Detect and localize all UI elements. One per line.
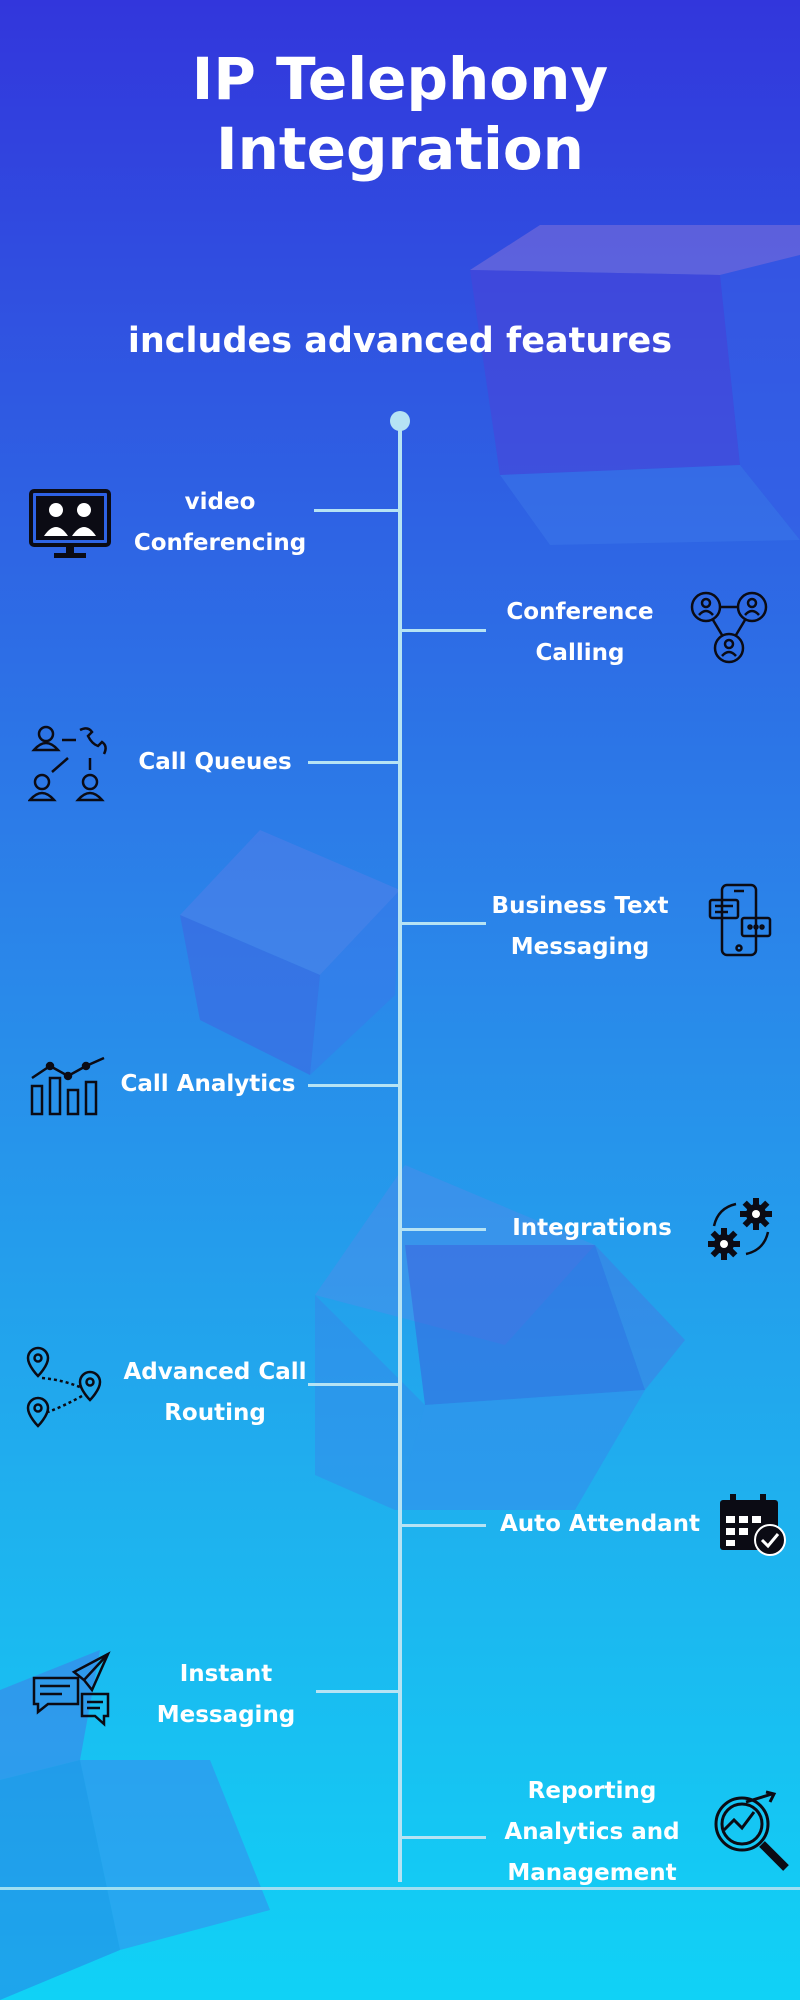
branch-connector xyxy=(400,1524,486,1527)
text-messaging-icon xyxy=(708,883,772,957)
title-line-2: Integration xyxy=(216,115,584,183)
feature-label-call-analytics: Call Analytics xyxy=(120,1071,296,1097)
call-queue-icon xyxy=(28,725,107,802)
branch-connector xyxy=(400,1836,486,1839)
timeline-start-dot xyxy=(390,411,410,431)
decor-cube-center xyxy=(315,1165,685,1510)
report-magnifier-icon xyxy=(714,1790,789,1871)
branch-connector xyxy=(400,629,486,632)
branch-connector xyxy=(308,1383,400,1386)
feature-label-call-queues: Call Queues xyxy=(138,749,292,775)
branch-connector xyxy=(400,1228,486,1231)
decor-cube-middle xyxy=(180,830,400,1075)
chat-send-icon xyxy=(32,1651,111,1727)
video-conference-icon xyxy=(29,489,111,558)
branch-connector xyxy=(314,509,400,512)
feature-label-integrations: Integrations xyxy=(512,1215,672,1241)
gears-sync-icon xyxy=(708,1198,772,1260)
branch-connector xyxy=(400,922,486,925)
analytics-chart-icon xyxy=(30,1056,105,1116)
branch-connector xyxy=(308,761,400,764)
timeline-line xyxy=(398,420,402,1882)
conference-call-icon xyxy=(690,591,768,664)
branch-connector xyxy=(308,1084,400,1087)
page-subtitle: includes advanced features xyxy=(127,321,673,361)
bottom-baseline xyxy=(0,1887,800,1890)
feature-label-advanced-call-routing: Advanced Call Routing xyxy=(123,1359,307,1426)
decor-cube-top-right xyxy=(470,225,800,545)
feature-label-instant-messaging: Instant Messaging xyxy=(156,1661,296,1728)
title-line-1: IP Telephony xyxy=(191,45,609,113)
page-title: IP Telephony Integration xyxy=(0,44,800,184)
branch-connector xyxy=(316,1690,400,1693)
feature-label-conference-calling: Conference Calling xyxy=(506,599,654,666)
feature-label-video-conferencing: video Conferencing xyxy=(133,489,307,556)
feature-label-business-text-messaging: Business Text Messaging xyxy=(491,893,669,960)
decor-cube-bottom-left xyxy=(0,1650,270,2000)
route-pins-icon xyxy=(26,1346,102,1428)
feature-label-reporting-analytics-management: Reporting Analytics and Management xyxy=(504,1778,680,1886)
feature-label-auto-attendant: Auto Attendant xyxy=(499,1511,701,1537)
calendar-check-icon xyxy=(720,1494,786,1556)
